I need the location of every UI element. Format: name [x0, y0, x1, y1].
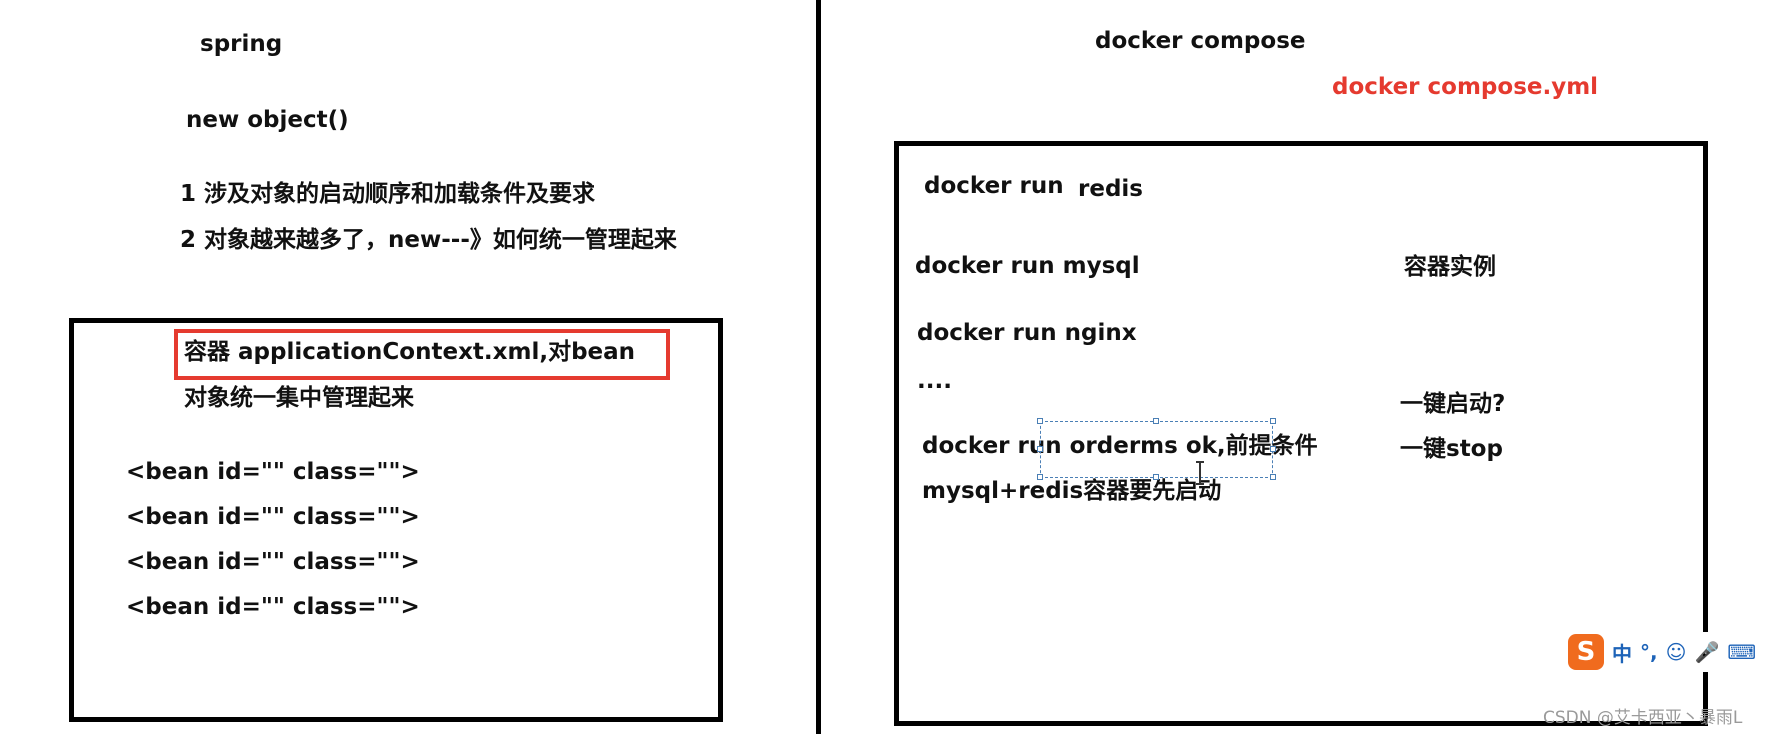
- compose-yml-label: docker compose.yml: [1332, 74, 1599, 100]
- highlight-box: [174, 329, 670, 380]
- vertical-divider: [816, 0, 821, 734]
- microphone-icon[interactable]: 🎤: [1694, 640, 1720, 664]
- spring-container-box: [69, 318, 723, 722]
- one-click-start-label: 一键启动?: [1400, 391, 1506, 417]
- container-xml-text: 容器 applicationContext.xml,对bean: [184, 339, 636, 365]
- bean-line: <bean id="" class="">: [126, 549, 420, 575]
- point-2: 2 对象越来越多了，new---》如何统一管理起来: [180, 227, 677, 253]
- docker-commands-box: [894, 141, 1708, 726]
- resize-handle[interactable]: [1270, 474, 1276, 480]
- docker-run-orderms-cmd: docker run orderms ok,前提条件: [922, 433, 1318, 459]
- csdn-watermark: CSDN @艾卡西亚丶暴雨L: [1543, 708, 1743, 728]
- one-click-stop-label: 一键stop: [1400, 436, 1503, 462]
- text-cursor-icon: [1196, 461, 1204, 485]
- ime-toolbar[interactable]: S 中 °, ☺ 🎤 ⌨: [1568, 632, 1779, 672]
- punctuation-toggle[interactable]: °,: [1640, 640, 1658, 664]
- new-object-text: new object(): [186, 107, 349, 133]
- ellipsis-text: ....: [917, 368, 952, 394]
- emoji-icon[interactable]: ☺: [1665, 640, 1687, 664]
- bean-line: <bean id="" class="">: [126, 594, 420, 620]
- text-selection-box[interactable]: [1040, 421, 1273, 478]
- keyboard-icon[interactable]: ⌨: [1727, 640, 1757, 664]
- docker-run-redis-cmd: docker run: [924, 173, 1064, 199]
- docker-compose-title: docker compose: [1095, 28, 1306, 54]
- docker-run-nginx-cmd: docker run nginx: [917, 320, 1137, 346]
- sogou-logo-icon[interactable]: S: [1568, 634, 1604, 670]
- bean-line: <bean id="" class="">: [126, 504, 420, 530]
- container-instance-label: 容器实例: [1404, 254, 1496, 280]
- resize-handle[interactable]: [1037, 474, 1043, 480]
- chinese-mode-toggle[interactable]: 中: [1612, 641, 1632, 666]
- resize-handle[interactable]: [1270, 418, 1276, 424]
- centralized-management-text: 对象统一集中管理起来: [184, 385, 414, 411]
- resize-handle[interactable]: [1153, 474, 1159, 480]
- bean-line: <bean id="" class="">: [126, 459, 420, 485]
- resize-handle[interactable]: [1153, 418, 1159, 424]
- precondition-text: mysql+redis容器要先启动: [922, 478, 1222, 504]
- docker-run-redis-arg: redis: [1078, 176, 1143, 202]
- point-1: 1 涉及对象的启动顺序和加载条件及要求: [180, 181, 596, 207]
- resize-handle[interactable]: [1270, 446, 1276, 452]
- docker-run-mysql-cmd: docker run mysql: [915, 253, 1140, 279]
- resize-handle[interactable]: [1037, 418, 1043, 424]
- resize-handle[interactable]: [1037, 446, 1043, 452]
- spring-title: spring: [200, 31, 283, 57]
